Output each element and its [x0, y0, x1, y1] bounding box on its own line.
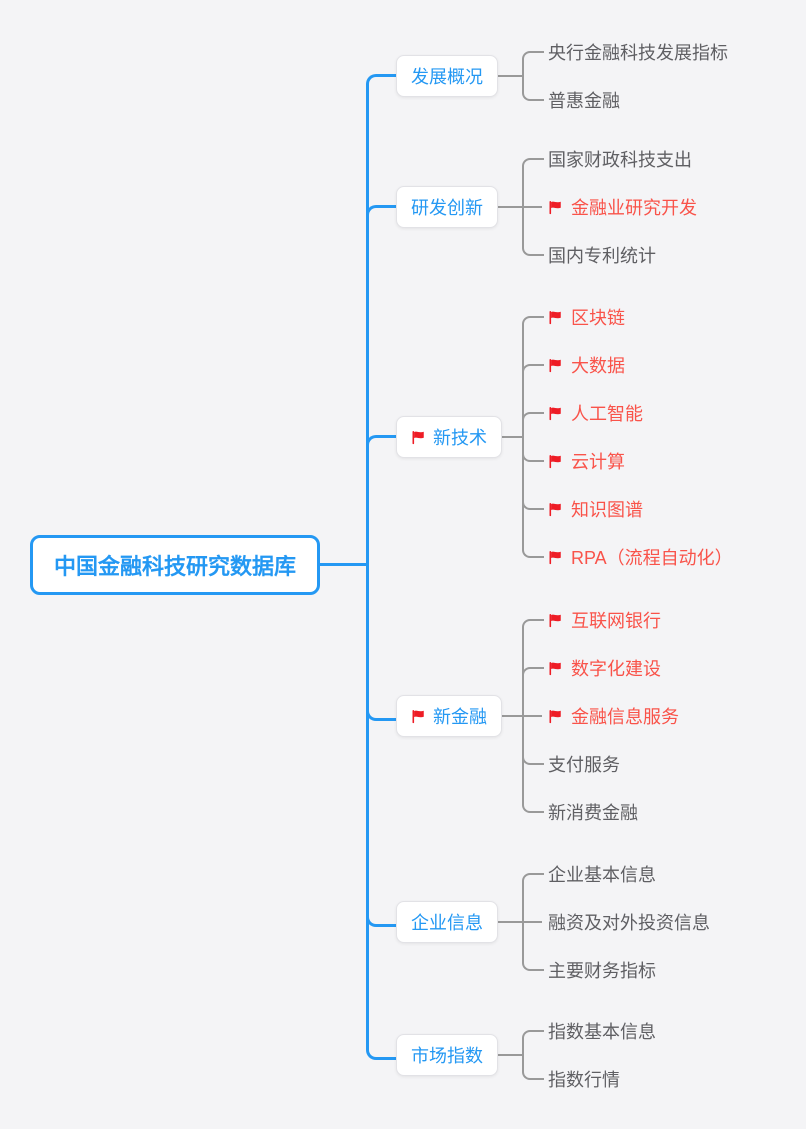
leaf-connector-line — [492, 436, 523, 438]
flag-icon — [411, 430, 426, 445]
flag-icon — [548, 200, 563, 215]
flag-icon — [548, 709, 563, 724]
leaf-label: 国家财政科技支出 — [548, 150, 692, 170]
branch-label: 发展概况 — [411, 67, 483, 87]
branch-node-market-index[interactable]: 市场指数 — [396, 1034, 498, 1076]
leaf-connector-line — [492, 75, 523, 77]
leaf-label: 新消费金融 — [548, 803, 638, 823]
branch-node-new-finance[interactable]: 新金融 — [396, 695, 502, 737]
flag-icon — [548, 502, 563, 517]
root-connector-line — [310, 563, 368, 566]
leaf-group-market-index: 指数基本信息 指数行情 — [522, 1007, 656, 1103]
leaf-label: 云计算 — [571, 452, 625, 472]
leaf-node[interactable]: 融资及对外投资信息 — [522, 898, 710, 946]
branch-node-development-overview[interactable]: 发展概况 — [396, 55, 498, 97]
leaf-node[interactable]: 主要财务指标 — [522, 921, 710, 994]
leaf-node[interactable]: 金融信息服务 — [522, 692, 679, 740]
leaf-node[interactable]: 互联网银行 — [522, 596, 679, 717]
flag-icon — [548, 454, 563, 469]
leaf-label: 支付服务 — [548, 755, 620, 775]
leaf-label: 数字化建设 — [571, 659, 661, 679]
leaf-node[interactable]: 云计算 — [522, 436, 733, 485]
leaf-node[interactable]: 大数据 — [522, 341, 733, 438]
leaf-label: 区块链 — [571, 308, 625, 328]
leaf-group-development-overview: 央行金融科技发展指标 普惠金融 — [522, 28, 728, 124]
leaf-group-new-finance: 互联网银行 数字化建设 金融信息服务 支付服务 新消费金融 — [522, 596, 679, 836]
leaf-group-rd-innovation: 国家财政科技支出 金融业研究开发 国内专利统计 — [522, 135, 697, 279]
leaf-group-enterprise-info: 企业基本信息 融资及对外投资信息 主要财务指标 — [522, 850, 710, 994]
leaf-node[interactable]: 普惠金融 — [522, 75, 728, 124]
flag-icon — [548, 406, 563, 421]
flag-icon — [548, 661, 563, 676]
leaf-node[interactable]: 知识图谱 — [522, 436, 733, 533]
leaf-node[interactable]: 区块链 — [522, 293, 733, 438]
branch-connector-line — [366, 435, 399, 568]
flag-icon — [411, 709, 426, 724]
leaf-node[interactable]: 支付服务 — [522, 715, 679, 788]
leaf-label: 普惠金融 — [548, 91, 620, 111]
leaf-label: 大数据 — [571, 356, 625, 376]
leaf-label: 融资及对外投资信息 — [548, 913, 710, 933]
leaf-node[interactable]: 人工智能 — [522, 389, 733, 438]
branch-connector-line — [366, 205, 399, 568]
branch-node-rd-innovation[interactable]: 研发创新 — [396, 186, 498, 228]
branch-label: 新技术 — [433, 428, 487, 448]
root-node[interactable]: 中国金融科技研究数据库 — [30, 535, 321, 595]
leaf-node[interactable]: RPA（流程自动化） — [522, 436, 733, 581]
leaf-node[interactable]: 企业基本信息 — [522, 850, 710, 923]
leaf-connector-line — [492, 1054, 523, 1056]
leaf-label: 央行金融科技发展指标 — [548, 43, 728, 63]
leaf-connector-line — [492, 921, 523, 923]
leaf-label: 指数基本信息 — [548, 1022, 656, 1042]
leaf-node[interactable]: 指数基本信息 — [522, 1007, 656, 1056]
leaf-node[interactable]: 国内专利统计 — [522, 206, 697, 279]
leaf-label: 金融业研究开发 — [571, 198, 697, 218]
branch-label: 企业信息 — [411, 913, 483, 933]
branch-label: 市场指数 — [411, 1046, 483, 1066]
branch-connector-line — [366, 563, 399, 1060]
leaf-node[interactable]: 数字化建设 — [522, 644, 679, 717]
leaf-label: RPA（流程自动化） — [571, 548, 733, 568]
leaf-group-new-technology: 区块链 大数据 人工智能 云计算 知识图谱 RPA（流程自动化） — [522, 293, 733, 581]
branch-node-enterprise-info[interactable]: 企业信息 — [396, 901, 498, 943]
leaf-node[interactable]: 新消费金融 — [522, 715, 679, 836]
leaf-label: 人工智能 — [571, 404, 643, 424]
leaf-label: 指数行情 — [548, 1070, 620, 1090]
branch-node-new-technology[interactable]: 新技术 — [396, 416, 502, 458]
leaf-node[interactable]: 央行金融科技发展指标 — [522, 28, 728, 77]
leaf-node[interactable]: 金融业研究开发 — [522, 183, 697, 231]
leaf-label: 国内专利统计 — [548, 246, 656, 266]
leaf-connector-line — [492, 715, 523, 717]
branch-label: 新金融 — [433, 707, 487, 727]
leaf-label: 主要财务指标 — [548, 961, 656, 981]
flag-icon — [548, 613, 563, 628]
flag-icon — [548, 310, 563, 325]
leaf-label: 知识图谱 — [571, 500, 643, 520]
leaf-label: 金融信息服务 — [571, 707, 679, 727]
leaf-connector-line — [492, 206, 523, 208]
leaf-node[interactable]: 国家财政科技支出 — [522, 135, 697, 208]
leaf-label: 互联网银行 — [571, 611, 661, 631]
leaf-label: 企业基本信息 — [548, 865, 656, 885]
leaf-node[interactable]: 指数行情 — [522, 1054, 656, 1103]
branch-label: 研发创新 — [411, 198, 483, 218]
flag-icon — [548, 358, 563, 373]
flag-icon — [548, 550, 563, 565]
